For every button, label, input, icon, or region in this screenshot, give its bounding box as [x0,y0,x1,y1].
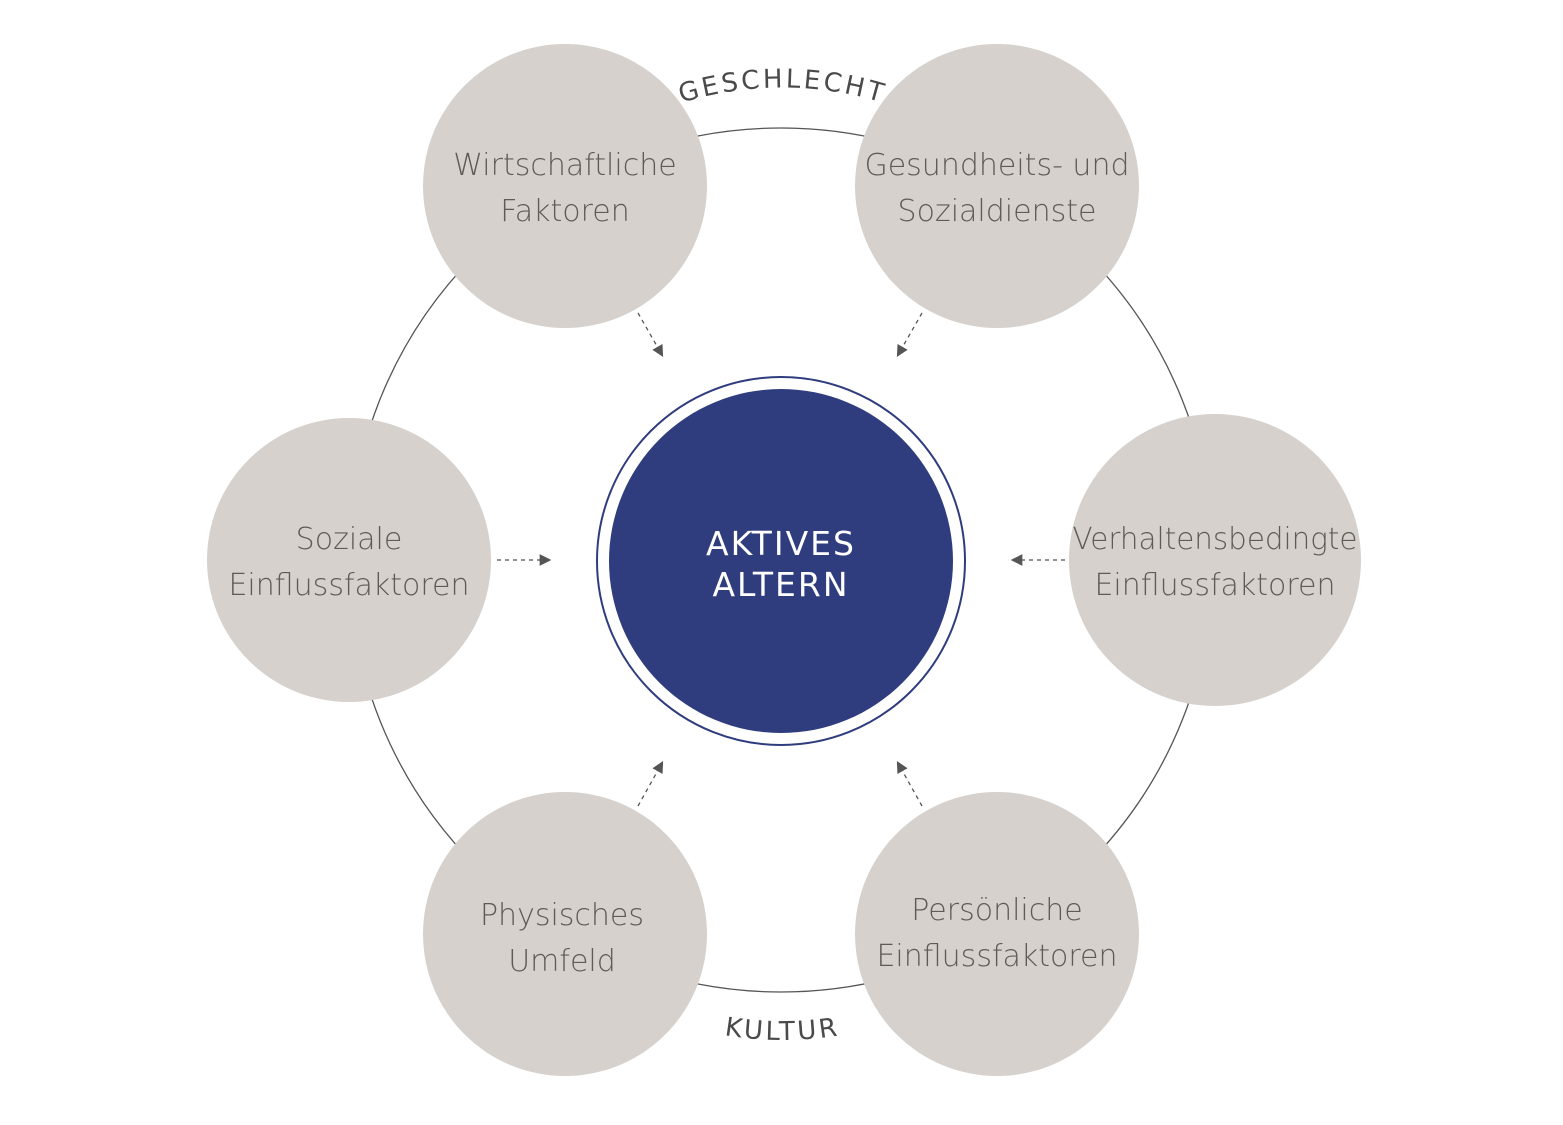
node-label-line1: Soziale [296,522,403,557]
ring-label-bottom: KULTUR [723,1012,842,1047]
node-circle [423,792,707,1076]
arrow-physisches [637,760,664,807]
node-label-line1: Verhaltensbedingte [1073,522,1358,557]
arrow-wirtschaftliche [637,312,664,358]
node-label-line2: Einflussfaktoren [876,939,1117,974]
node-gesundheits: Gesundheits- und Sozialdienste [855,44,1139,328]
arrow-gesundheits [896,312,923,358]
node-label-line2: Sozialdienste [898,194,1097,229]
ring-label-top-text: GESCHLECHT [675,64,887,109]
node-label-line2: Einflussfaktoren [1094,568,1335,603]
ring-label-bottom-text: KULTUR [723,1012,839,1047]
node-physisches: Physisches Umfeld [423,792,707,1076]
node-label-line2: Einflussfaktoren [228,568,469,603]
node-label-line2: Faktoren [500,194,630,229]
center-label-line1: AKTIVES [706,524,856,563]
node-persoenliche: Persönliche Einflussfaktoren [855,792,1139,1076]
center-label-line2: ALTERN [712,565,849,604]
node-label-line1: Gesundheits- und [864,148,1129,183]
node-label-line1: Physisches [480,898,644,933]
node-verhaltensbedingte: Verhaltensbedingte Einflussfaktoren [1069,414,1361,706]
node-label-line1: Persönliche [911,893,1082,928]
ring-label-top: GESCHLECHT [675,64,890,109]
center-node: AKTIVES ALTERN [596,376,966,746]
node-circle [855,44,1139,328]
node-soziale: Soziale Einflussfaktoren [207,418,491,702]
node-wirtschaftliche: Wirtschaftliche Faktoren [423,44,707,328]
arrow-persoenliche [896,760,923,807]
node-label-line1: Wirtschaftliche [453,148,676,183]
center-circle [609,389,953,733]
node-circle [855,792,1139,1076]
node-label-line2: Umfeld [508,944,616,979]
arrows [497,312,1065,807]
node-circle [423,44,707,328]
node-circle [1069,414,1361,706]
node-circle [207,418,491,702]
